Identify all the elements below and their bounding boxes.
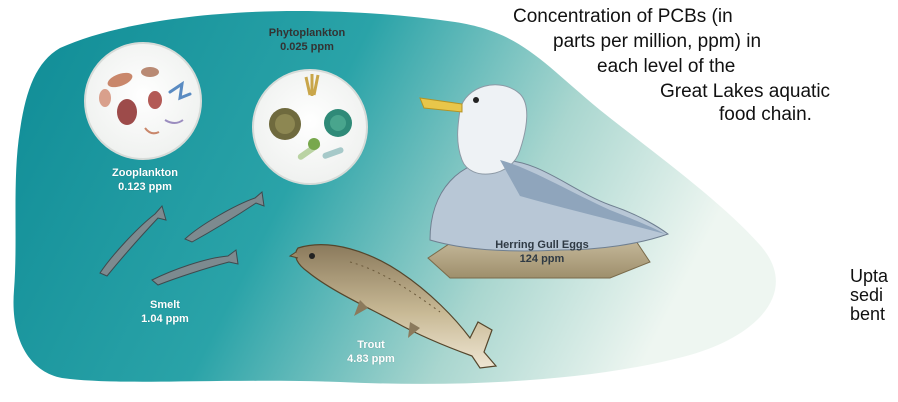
caption-line-3: each level of the [597,55,735,79]
side-text: Upta sedi bent [850,267,888,324]
zooplankton-value: 0.123 ppm [100,180,190,194]
phytoplankton-name: Phytoplankton [262,26,352,40]
zooplankton-label: Zooplankton 0.123 ppm [100,166,190,194]
smelt-name: Smelt [130,298,200,312]
side-text-line-3: bent [850,305,888,324]
herring-gull-label: Herring Gull Eggs 124 ppm [487,238,597,266]
caption-line-4: Great Lakes aquatic [660,80,830,104]
phytoplankton-circle [253,70,367,184]
phytoplankton-value: 0.025 ppm [262,40,352,54]
trout-label: Trout 4.83 ppm [336,338,406,366]
side-text-line-1: Upta [850,267,888,286]
trout-name: Trout [336,338,406,352]
side-text-line-2: sedi [850,286,888,305]
caption-line-1: Concentration of PCBs (in [513,5,733,29]
caption-line-5: food chain. [719,103,812,127]
trout-value: 4.83 ppm [336,352,406,366]
smelt-value: 1.04 ppm [130,312,200,326]
herring-gull-value: 124 ppm [487,252,597,266]
phytoplankton-label: Phytoplankton 0.025 ppm [262,26,352,54]
smelt-label: Smelt 1.04 ppm [130,298,200,326]
caption-line-2: parts per million, ppm) in [553,30,761,54]
herring-gull-name: Herring Gull Eggs [487,238,597,252]
zooplankton-circle [85,43,201,159]
zooplankton-name: Zooplankton [100,166,190,180]
